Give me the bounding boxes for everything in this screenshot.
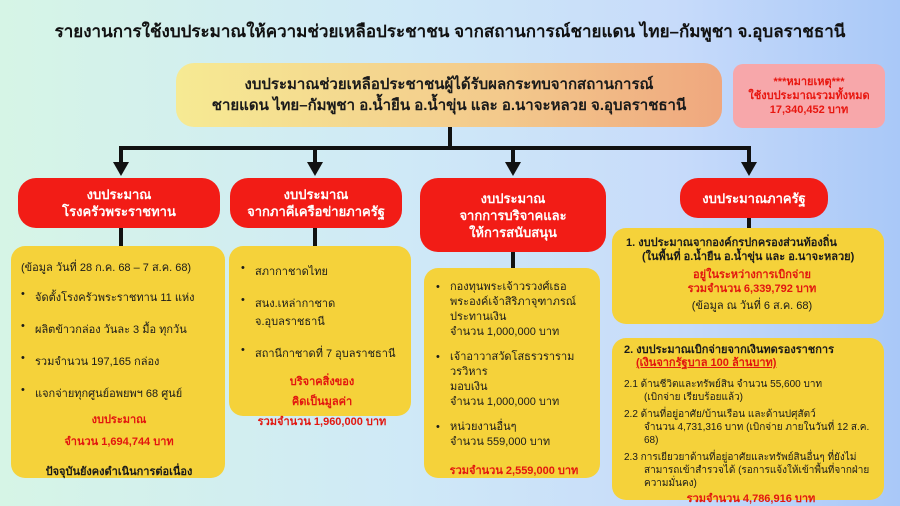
donation-total: รวมจำนวน 2,559,000 บาท xyxy=(449,465,579,477)
header-network-line-2: จากภาคีเครือข่ายภาครัฐ xyxy=(247,204,385,219)
royal-kitchen-item-3: รวมจำนวน 197,165 กล่อง xyxy=(21,352,217,370)
royal-kitchen-item-4: แจกจ่ายทุกศูนย์อพยพฯ 68 ศูนย์ xyxy=(21,384,217,402)
donation-item-1-line-3: ประทานเงิน xyxy=(450,311,507,323)
royal-kitchen-item-1: จัดตั้งโรงครัวพระราชทาน 11 แห่ง xyxy=(21,288,217,306)
donation-item-2-line-2: มอบเงิน xyxy=(450,381,488,393)
header-government: งบประมาณภาครัฐ xyxy=(680,178,828,218)
connector-col4 xyxy=(747,218,751,230)
card-central-government: 2. งบประมาณเบิกจ่ายจากเงินทดรองราชการ (เ… xyxy=(612,338,884,505)
central-item-2: 2.2 ด้านที่อยู่อาศัย/บ้านเรือน และด้านปศ… xyxy=(624,408,878,447)
royal-kitchen-date: (ข้อมูล วันที่ 28 ก.ค. 68 – 7 ส.ค. 68) xyxy=(21,262,192,274)
page-title: รายงานการใช้งบประมาณให้ความช่วยเหลือประช… xyxy=(54,22,846,41)
card-network: สภากาชาดไทย สนง.เหล่ากาชาด จ.อุบลราชธานี… xyxy=(229,246,411,428)
header-donation-line-2: จากการบริจาคและ xyxy=(459,207,567,223)
royal-kitchen-budget-label: งบประมาณ xyxy=(91,414,147,426)
connector-col3 xyxy=(511,252,515,268)
donation-item-1-amount: จำนวน 1,000,000 บาท xyxy=(450,326,560,338)
central-item-1-line-1: 2.1 ด้านชีวิตและทรัพย์สิน จำนวน 55,600 บ… xyxy=(624,379,823,390)
network-item-3: สถานีกาชาดที่ 7 อุบลราชธานี xyxy=(241,344,403,362)
note-label: ***หมายเหตุ*** xyxy=(773,76,845,88)
local-government-line-2: (ในพื้นที่ อ.น้ำยืน อ.น้ำขุ่น และ อ.นาจะ… xyxy=(642,251,855,263)
local-government-line-1: 1. งบประมาณจากองค์กรปกครองส่วนท้องถิ่น xyxy=(626,237,837,249)
local-government-date: (ข้อมูล ณ วันที่ 6 ส.ค. 68) xyxy=(691,300,813,312)
network-donate-line-1: บริจาคสิ่งของ xyxy=(289,376,355,388)
arrow-head-4 xyxy=(741,162,757,176)
header-network: งบประมาณ จากภาคีเครือข่ายภาครัฐ xyxy=(230,178,402,228)
network-donate-line-2: คิดเป็นมูลค่า xyxy=(291,396,353,408)
donation-item-1: กองทุนพระเจ้าวรวงศ์เธอ พระองค์เจ้าสิริภา… xyxy=(436,280,592,340)
card-donation: กองทุนพระเจ้าวรวงศ์เธอ พระองค์เจ้าสิริภา… xyxy=(424,268,600,478)
header-donation: งบประมาณ จากการบริจาคและ ให้การสนับสนุน xyxy=(420,178,606,252)
connector-col1 xyxy=(119,228,123,248)
local-government-status: อยู่ในระหว่างการเบิกจ่าย xyxy=(693,269,811,281)
donation-item-1-line-1: กองทุนพระเจ้าวรวงศ์เธอ xyxy=(450,281,567,293)
royal-kitchen-budget-amount: จำนวน 1,694,744 บาท xyxy=(64,436,174,448)
donation-item-2-amount: จำนวน 1,000,000 บาท xyxy=(450,396,560,408)
header-donation-line-1: งบประมาณ xyxy=(480,190,546,206)
network-item-2: สนง.เหล่ากาชาด จ.อุบลราชธานี xyxy=(241,294,403,330)
main-budget-line-1: งบประมาณช่วยเหลือประชาชนผู้ได้รับผลกระทบ… xyxy=(244,76,654,93)
connector-drop-2 xyxy=(313,146,317,164)
central-item-2-line-2: จำนวน 4,731,316 บาท (เบิกจ่าย ภายในวันที… xyxy=(644,422,870,446)
central-government-line-2: (เงินจากรัฐบาล 100 ล้านบาท) xyxy=(636,357,777,369)
central-item-3-line-2: สามารถเข้าสำรวจได้ (รอการแจ้งให้เข้าพื้น… xyxy=(644,465,870,476)
network-total: รวมจำนวน 1,960,000 บาท xyxy=(257,416,387,428)
arrow-head-1 xyxy=(113,162,129,176)
header-royal-kitchen: งบประมาณ โรงครัวพระราชทาน xyxy=(18,178,220,228)
central-government-total: รวมจำนวน 4,786,916 บาท xyxy=(686,493,816,505)
header-network-line-1: งบประมาณ xyxy=(283,187,349,202)
central-item-2-line-1: 2.2 ด้านที่อยู่อาศัย/บ้านเรือน และด้านปศ… xyxy=(624,409,816,420)
note-total: 17,340,452 บาท xyxy=(769,104,849,116)
connector-drop-4 xyxy=(747,146,751,164)
header-government-label: งบประมาณภาครัฐ xyxy=(702,190,806,206)
connector-trunk xyxy=(448,127,452,148)
donation-item-3: หน่วยงานอื่นๆ จำนวน 559,000 บาท xyxy=(436,420,592,450)
royal-kitchen-item-2: ผลิตข้าวกล่อง วันละ 3 มื้อ ทุกวัน xyxy=(21,320,217,338)
card-royal-kitchen: (ข้อมูล วันที่ 28 ก.ค. 68 – 7 ส.ค. 68) จ… xyxy=(11,246,225,478)
connector-drop-1 xyxy=(119,146,123,164)
main-budget-line-2: ชายแดน ไทย–กัมพูชา อ.น้ำยืน อ.น้ำขุ่น แล… xyxy=(211,97,687,114)
donation-item-3-amount: จำนวน 559,000 บาท xyxy=(450,436,551,448)
header-donation-line-3: ให้การสนับสนุน xyxy=(469,224,557,240)
connector-bar xyxy=(119,146,751,150)
central-item-3-line-1: 2.3 การเยียวยาด้านที่อยู่อาศัยและทรัพย์ส… xyxy=(624,452,857,463)
header-royal-kitchen-line-2: โรงครัวพระราชทาน xyxy=(62,204,176,219)
network-item-1: สภากาชาดไทย xyxy=(241,262,403,280)
connector-col2 xyxy=(313,228,317,248)
local-government-total: รวมจำนวน 6,339,792 บาท xyxy=(687,283,817,295)
arrow-head-2 xyxy=(307,162,323,176)
donation-item-2-line-1: เจ้าอาวาสวัดโสธรวรารามวรวิหาร xyxy=(450,351,575,378)
central-item-3-line-3: ความมั่นคง) xyxy=(644,478,697,489)
arrow-head-3 xyxy=(505,162,521,176)
header-royal-kitchen-line-1: งบประมาณ xyxy=(86,187,152,202)
central-item-1-line-2: (เบิกจ่าย เรียบร้อยแล้ว) xyxy=(644,392,744,403)
central-government-line-1: 2. งบประมาณเบิกจ่ายจากเงินทดรองราชการ xyxy=(624,344,834,356)
central-item-1: 2.1 ด้านชีวิตและทรัพย์สิน จำนวน 55,600 บ… xyxy=(624,378,878,404)
note-text: ใช้งบประมาณรวมทั้งหมด xyxy=(748,90,870,102)
note-box: ***หมายเหตุ*** ใช้งบประมาณรวมทั้งหมด 17,… xyxy=(733,64,885,128)
royal-kitchen-status: ปัจจุบันยังคงดำเนินการต่อเนื่อง xyxy=(45,466,193,478)
main-budget-box: งบประมาณช่วยเหลือประชาชนผู้ได้รับผลกระทบ… xyxy=(176,63,722,127)
donation-item-1-line-2: พระองค์เจ้าสิริภาจุฑาภรณ์ xyxy=(450,296,576,308)
central-item-3: 2.3 การเยียวยาด้านที่อยู่อาศัยและทรัพย์ส… xyxy=(624,451,878,490)
donation-item-2: เจ้าอาวาสวัดโสธรวรารามวรวิหาร มอบเงิน จำ… xyxy=(436,350,592,410)
card-local-government: 1. งบประมาณจากองค์กรปกครองส่วนท้องถิ่น (… xyxy=(612,228,884,324)
donation-item-3-line-1: หน่วยงานอื่นๆ xyxy=(450,421,517,433)
connector-drop-3 xyxy=(511,146,515,164)
